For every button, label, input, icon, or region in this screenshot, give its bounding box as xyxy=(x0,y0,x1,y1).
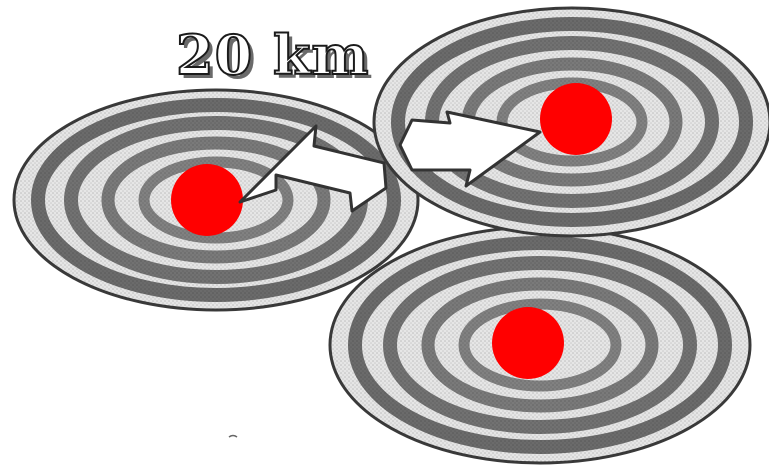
distance-label: 20 km xyxy=(175,23,370,87)
wave-disk-bottom-right xyxy=(328,225,752,465)
source-marker-bottom-right xyxy=(492,307,564,379)
distance-arrow-left xyxy=(238,124,388,213)
distance-arrow-right xyxy=(398,110,542,188)
scan-speck xyxy=(228,434,238,438)
source-marker-top-right xyxy=(540,83,612,155)
source-marker-left xyxy=(171,164,243,236)
wave-disk-left xyxy=(12,88,420,312)
